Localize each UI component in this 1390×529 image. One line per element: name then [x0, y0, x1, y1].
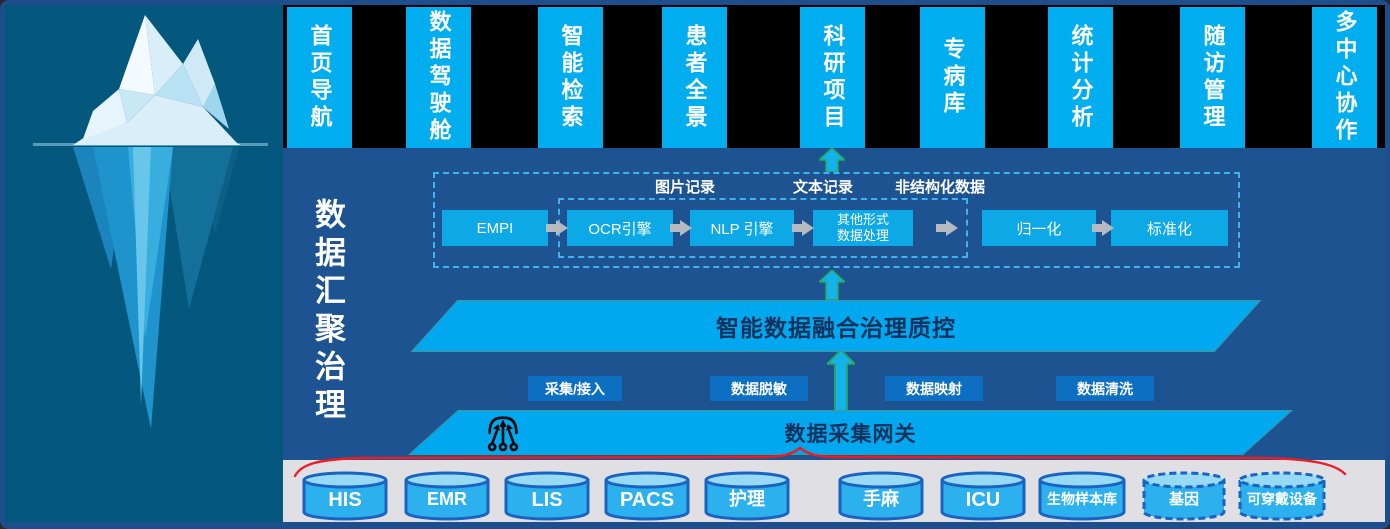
- nav-label: 科研项目: [820, 23, 846, 132]
- right-arrow-icon: [546, 220, 568, 236]
- pipeline-box-normalize: 归一化: [982, 210, 1096, 246]
- up-arrow-icon: [827, 350, 855, 412]
- right-arrow-icon: [936, 220, 958, 236]
- svg-text:基因: 基因: [1168, 490, 1199, 508]
- right-arrow-icon: [792, 220, 814, 236]
- nav-item-data-cockpit[interactable]: 数据驾驶舱: [406, 7, 471, 148]
- nav-item-research-project[interactable]: 科研项目: [800, 7, 865, 148]
- db-emr: EMR: [404, 471, 490, 521]
- top-nav: 首页导航 数据驾驶舱 智能检索 患者全景 科研项目 专病库 统计分析 随访管理 …: [283, 5, 1385, 148]
- db-gene: 基因: [1142, 471, 1226, 521]
- pipeline-box-standardize: 标准化: [1111, 210, 1228, 246]
- pipeline-box-nlp: NLP 引擎: [690, 210, 794, 246]
- governance-area: 数据汇聚治理 图片记录 文本记录 非结构化数据 EMPI OCR引擎 NLP 引…: [283, 148, 1385, 460]
- nav-label: 患者全景: [682, 23, 708, 132]
- gateway-merge-icon: [487, 416, 519, 452]
- svg-text:LIS: LIS: [531, 489, 562, 511]
- pipeline-box-ocr: OCR引擎: [567, 210, 673, 246]
- nav-item-smart-search[interactable]: 智能检索: [538, 7, 603, 148]
- nav-item-patient-360[interactable]: 患者全景: [662, 7, 727, 148]
- svg-text:EMR: EMR: [427, 489, 467, 509]
- fusion-quality-label: 智能数据融合治理质控: [716, 315, 956, 341]
- label-image-records: 图片记录: [655, 179, 716, 196]
- chip-data-cleaning: 数据清洗: [1056, 376, 1154, 401]
- svg-text:ICU: ICU: [966, 489, 1000, 511]
- db-icu: ICU: [940, 471, 1026, 521]
- unstructured-processing-frame: [433, 172, 1240, 268]
- db-his: HIS: [302, 471, 388, 521]
- section-title: 数据汇聚治理: [310, 198, 345, 426]
- fusion-quality-bar: 智能数据融合治理质控: [410, 300, 1262, 352]
- nav-label: 随访管理: [1200, 23, 1226, 132]
- up-arrow-icon: [819, 148, 845, 172]
- svg-text:PACS: PACS: [620, 489, 674, 511]
- nav-item-disease-library[interactable]: 专病库: [920, 7, 985, 148]
- nav-label: 统计分析: [1068, 23, 1094, 132]
- db-biobank: 生物样本库: [1038, 471, 1126, 521]
- up-arrow-icon: [819, 270, 845, 300]
- label-unstructured-data: 非结构化数据: [895, 179, 986, 196]
- svg-text:HIS: HIS: [328, 489, 361, 511]
- nav-item-home[interactable]: 首页导航: [287, 7, 352, 148]
- iceberg-icon: [33, 15, 268, 429]
- db-lis: LIS: [504, 471, 590, 521]
- data-sources-strip: HIS EMR LIS PACS 护理 手麻: [283, 460, 1385, 522]
- nav-label: 数据驾驶舱: [426, 10, 452, 145]
- iceberg-panel: [5, 5, 283, 522]
- db-nursing: 护理: [704, 471, 790, 521]
- right-arrow-icon: [670, 220, 692, 236]
- right-arrow-icon: [1092, 220, 1114, 236]
- pipeline-box-other-forms: 其他形式 数据处理: [813, 210, 913, 246]
- db-anesthesia: 手麻: [838, 471, 924, 521]
- nav-label: 专病库: [940, 37, 966, 118]
- gateway-label: 数据采集网关: [784, 422, 917, 446]
- data-collection-gateway-bar: 数据采集网关: [408, 410, 1293, 455]
- nav-label: 智能检索: [558, 23, 584, 132]
- pipeline-box-empi: EMPI: [442, 210, 548, 246]
- label-text-records: 文本记录: [793, 179, 854, 196]
- nav-item-followup[interactable]: 随访管理: [1180, 7, 1245, 148]
- svg-text:护理: 护理: [729, 488, 765, 509]
- nav-item-multicenter[interactable]: 多中心协作: [1312, 7, 1377, 148]
- svg-text:可穿戴设备: 可穿戴设备: [1247, 491, 1318, 507]
- nav-label: 多中心协作: [1332, 10, 1358, 145]
- db-pacs: PACS: [604, 471, 690, 521]
- db-wearables: 可穿戴设备: [1238, 471, 1326, 521]
- svg-text:手麻: 手麻: [863, 488, 900, 509]
- chip-data-mapping: 数据映射: [885, 376, 983, 401]
- nav-label: 首页导航: [307, 23, 333, 132]
- chip-collect-access: 采集/接入: [528, 376, 622, 401]
- chip-data-masking: 数据脱敏: [710, 376, 808, 401]
- svg-text:生物样本库: 生物样本库: [1047, 491, 1117, 507]
- nav-item-statistics[interactable]: 统计分析: [1048, 7, 1113, 148]
